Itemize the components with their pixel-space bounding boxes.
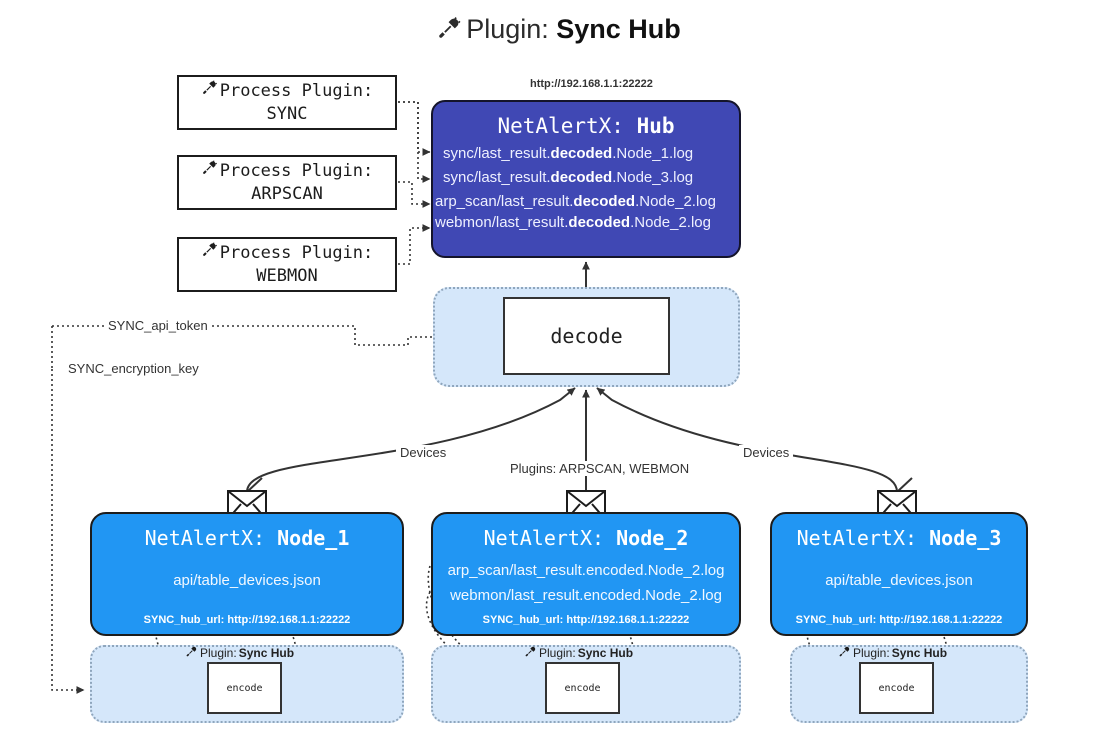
process-plugin-name: ARPSCAN bbox=[251, 184, 323, 204]
plug-icon bbox=[436, 15, 462, 48]
plug-icon bbox=[185, 645, 198, 661]
process-plugin-name: WEBMON bbox=[256, 266, 318, 286]
wire-node1-to-decode bbox=[246, 387, 576, 493]
title-name: Sync Hub bbox=[556, 14, 681, 44]
node-title: NetAlertX: Node_2 bbox=[483, 526, 689, 550]
hub-url-label: http://192.168.1.1:22222 bbox=[530, 78, 653, 90]
plug-icon bbox=[838, 645, 851, 661]
process-plugin-name: SYNC bbox=[266, 104, 308, 124]
edge-label-plugins-center: Plugins: ARPSCAN, WEBMON bbox=[506, 461, 694, 476]
caption-prefix: Plugin: bbox=[200, 646, 237, 660]
wire-sync-to-hublog1 bbox=[398, 101, 431, 156]
wire-sync-to-hublog2 bbox=[398, 101, 431, 183]
node-footer: SYNC_hub_url: http://192.168.1.1:22222 bbox=[795, 614, 1003, 626]
wire-arpscan-to-hublog3 bbox=[398, 181, 431, 208]
process-plugin-sync[interactable]: Process Plugin: SYNC bbox=[177, 75, 397, 130]
node-data-line: webmon/last_result.encoded.Node_2.log bbox=[450, 587, 722, 604]
wire-webmon-to-hublog4 bbox=[398, 224, 431, 265]
node-footer: SYNC_hub_url: http://192.168.1.1:22222 bbox=[482, 614, 690, 626]
edge-label-devices-right: Devices bbox=[739, 445, 794, 460]
caption-name: Sync Hub bbox=[238, 646, 295, 660]
encode-caption-node2: Plugin: Sync Hub bbox=[524, 645, 633, 661]
caption-prefix: Plugin: bbox=[539, 646, 576, 660]
process-plugin-label: Process Plugin: bbox=[219, 80, 374, 101]
plug-icon bbox=[524, 645, 537, 661]
encode-box-node2[interactable]: encode bbox=[545, 662, 620, 714]
hub-title-prefix: NetAlertX: bbox=[497, 114, 624, 138]
encode-box-node1[interactable]: encode bbox=[207, 662, 282, 714]
hub-logline: webmon/last_result.decoded.Node_2.log bbox=[435, 214, 711, 231]
node-title: NetAlertX: Node_1 bbox=[144, 526, 350, 550]
node-data-line: api/table_devices.json bbox=[825, 572, 973, 589]
caption-name: Sync Hub bbox=[891, 646, 948, 660]
node-data-line: api/table_devices.json bbox=[173, 572, 321, 589]
encode-caption-node3: Plugin: Sync Hub bbox=[838, 645, 947, 661]
node-2[interactable]: NetAlertX: Node_2 arp_scan/last_result.e… bbox=[431, 512, 741, 636]
plug-icon bbox=[201, 241, 218, 265]
wire-node3-to-decode bbox=[596, 387, 898, 493]
hub-node[interactable]: NetAlertX: Hub sync/last_result.decoded.… bbox=[431, 100, 741, 258]
wire-encryption-key-to-encode bbox=[51, 369, 85, 694]
page-title: Plugin: Sync Hub bbox=[0, 14, 1117, 48]
process-plugin-arpscan[interactable]: Process Plugin: ARPSCAN bbox=[177, 155, 397, 210]
hub-logline: sync/last_result.decoded.Node_1.log bbox=[443, 145, 694, 162]
node-title: NetAlertX: Node_3 bbox=[796, 526, 1002, 550]
edge-label-devices-left: Devices bbox=[396, 445, 451, 460]
node-3[interactable]: NetAlertX: Node_3 api/table_devices.json… bbox=[770, 512, 1028, 636]
plug-icon bbox=[201, 159, 218, 183]
secret-label-api-token: SYNC_api_token bbox=[104, 318, 212, 333]
secret-label-encryption-key: SYNC_encryption_key bbox=[64, 361, 203, 376]
node-1[interactable]: NetAlertX: Node_1 api/table_devices.json… bbox=[90, 512, 404, 636]
hub-title-name: Hub bbox=[636, 114, 675, 138]
node-data-line: arp_scan/last_result.encoded.Node_2.log bbox=[447, 562, 725, 579]
encode-box-node3[interactable]: encode bbox=[859, 662, 934, 714]
process-plugin-label: Process Plugin: bbox=[219, 242, 374, 263]
process-plugin-label: Process Plugin: bbox=[219, 160, 374, 181]
hub-logline: sync/last_result.decoded.Node_3.log bbox=[443, 169, 694, 186]
hub-logline: arp_scan/last_result.decoded.Node_2.log bbox=[435, 193, 716, 210]
caption-name: Sync Hub bbox=[577, 646, 634, 660]
node-footer: SYNC_hub_url: http://192.168.1.1:22222 bbox=[143, 614, 351, 626]
encode-caption-node1: Plugin: Sync Hub bbox=[185, 645, 294, 661]
hub-title: NetAlertX: Hub bbox=[433, 114, 739, 138]
caption-prefix: Plugin: bbox=[853, 646, 890, 660]
plug-icon bbox=[201, 79, 218, 103]
decode-box[interactable]: decode bbox=[503, 297, 670, 375]
process-plugin-webmon[interactable]: Process Plugin: WEBMON bbox=[177, 237, 397, 292]
title-prefix: Plugin: bbox=[466, 14, 549, 44]
